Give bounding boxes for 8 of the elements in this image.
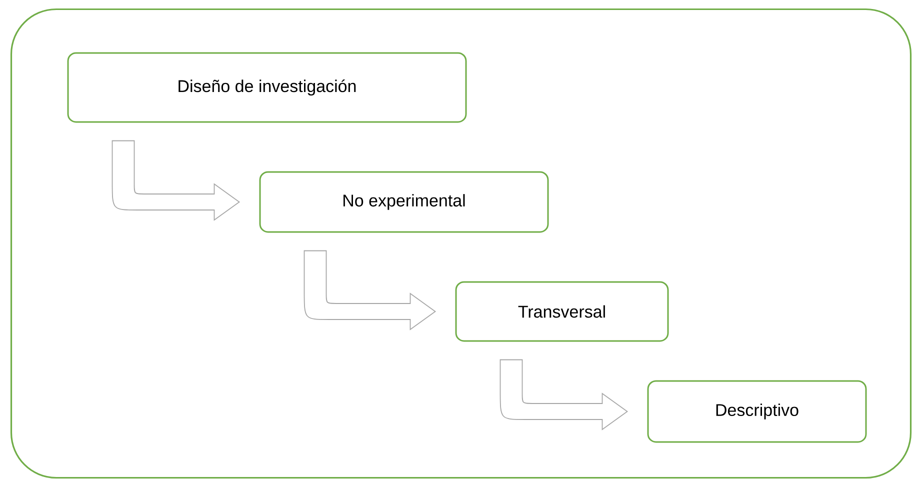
hollow-bent-arrow bbox=[304, 250, 436, 330]
hollow-bent-arrow bbox=[500, 359, 628, 430]
process-box: Descriptivo bbox=[647, 380, 867, 443]
hollow-bent-arrow bbox=[112, 140, 240, 220]
process-box: No experimental bbox=[259, 171, 549, 233]
process-box: Transversal bbox=[455, 281, 669, 342]
outer-frame bbox=[10, 8, 912, 479]
process-box: Diseño de investigación bbox=[67, 52, 467, 123]
